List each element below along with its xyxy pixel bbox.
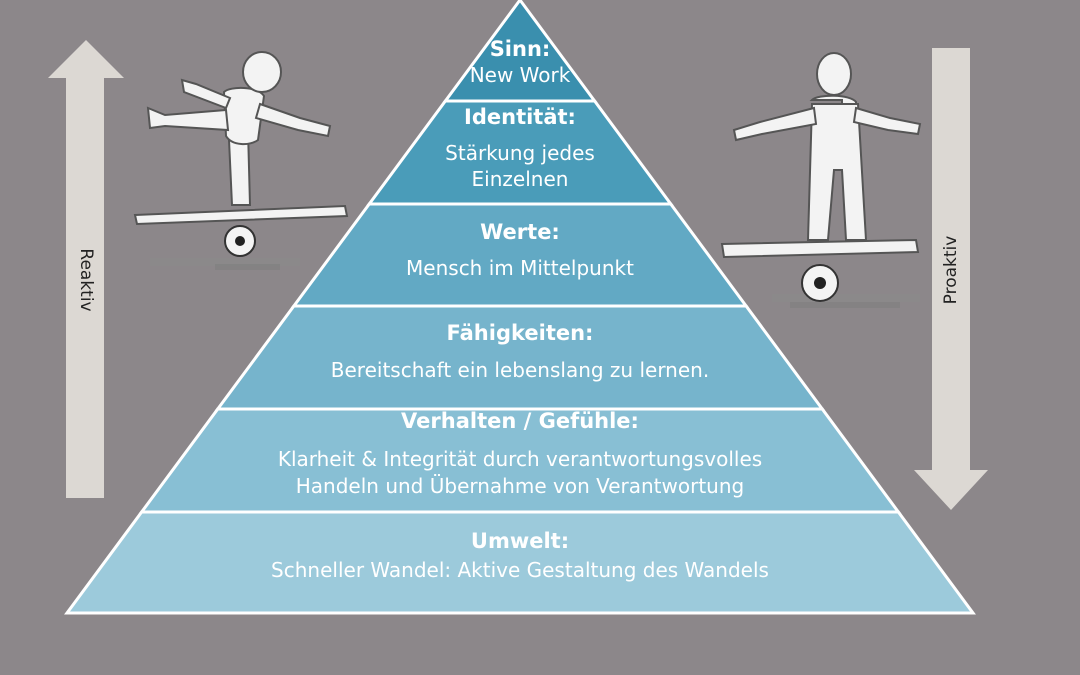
pyramid-level-2-text: Stärkung jedes (445, 141, 595, 165)
pyramid-level-6-text: Schneller Wandel: Aktive Gestaltung des … (271, 558, 769, 582)
pyramid-level-5-title: Verhalten / Gefühle: (401, 409, 639, 433)
pyramid-level-6 (64, 510, 976, 615)
pyramid-level-6-title: Umwelt: (471, 529, 569, 553)
pyramid-level-2-title: Identität: (464, 105, 576, 129)
up-arrow-icon (48, 40, 124, 498)
pyramid-level-3-title: Werte: (480, 220, 560, 244)
pyramid-level-5-text: Handeln und Übernahme von Verantwortung (296, 474, 744, 498)
pyramid-level-2-text: Einzelnen (472, 167, 569, 191)
reaktiv-label: Reaktiv (76, 248, 96, 311)
reaktiv-arrow: Reaktiv (48, 40, 124, 498)
pyramid-level-1-text: New Work (470, 63, 571, 87)
pyramid-level-3-text: Mensch im Mittelpunkt (406, 256, 634, 280)
balancing-figure-right-icon (720, 52, 922, 308)
pyramid-level-1-title: Sinn: (490, 37, 551, 61)
pyramid-level-4-title: Fähigkeiten: (447, 321, 594, 345)
down-arrow-icon (914, 48, 988, 510)
balancing-figure-left-icon (133, 51, 349, 270)
proaktiv-label: Proaktiv (941, 236, 961, 305)
pyramid-level-5-text: Klarheit & Integrität durch verantwortun… (278, 447, 762, 471)
pyramid-level-4-text: Bereitschaft ein lebenslang zu lernen. (331, 358, 709, 382)
proaktiv-arrow: Proaktiv (914, 48, 988, 510)
